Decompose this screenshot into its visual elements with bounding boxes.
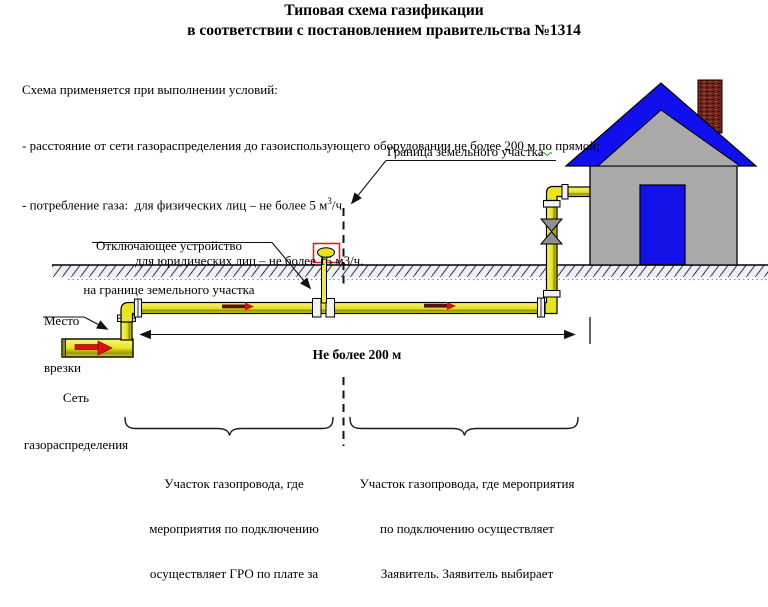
condition-distance: - расстояние от сети газораспределения д… [22, 137, 600, 153]
tap-point-label: Место врезки [44, 313, 81, 375]
shutoff-device-leader-arrow [92, 241, 312, 290]
dimension-arrow-200m [139, 317, 591, 344]
distribution-network-pipe [61, 301, 142, 358]
flow-arrow-red [74, 340, 113, 356]
max-distance-label: Не более 200 м [312, 347, 402, 362]
distribution-network-label: Сеть газораспределения [23, 390, 129, 452]
shutoff-device [312, 242, 341, 304]
page-title-line1: Типовая схема газификации [284, 2, 484, 19]
brace-gro-segment [124, 416, 334, 436]
flow-arrow-dark-1 [222, 302, 254, 311]
brace-applicant-segment [349, 416, 579, 436]
gate-valve-icon [539, 218, 564, 245]
pipeline-flange [134, 298, 142, 318]
riser-lower-flange [543, 290, 561, 298]
shutoff-device-label: Отключающее устройство на границе земель… [83, 238, 255, 297]
page-title-line2: в соответствии с постановлением правител… [187, 22, 581, 39]
shutoff-device-knob [317, 247, 335, 258]
tap-point-leader-arrow [43, 316, 109, 330]
flow-arrow-dark-2 [424, 302, 456, 310]
house-riser [539, 184, 592, 315]
gro-segment-description: Участок газопровода, где мероприятия по … [149, 476, 319, 581]
plot-boundary-label: Граница земельного участка [387, 144, 544, 159]
condition-consumption-physical: - потребление газа: для физических лиц –… [22, 196, 346, 213]
service-pipeline [134, 297, 545, 318]
grammar-marked-word: по [538, 137, 553, 153]
applicant-segment-description: Участок газопровода, где мероприятия по … [359, 476, 575, 581]
shutoff-device-stem [321, 258, 327, 304]
condition-consumption-legal: для юридических лиц – не более 15 м3/ч. [135, 252, 364, 268]
conditions-block: Схема применяется при выполнении условий… [22, 44, 600, 307]
conditions-intro: Схема применяется при выполнении условий… [22, 82, 278, 97]
roof-inner [596, 109, 742, 167]
house [564, 79, 758, 266]
door [639, 184, 686, 266]
junction-flanges [312, 298, 335, 318]
plot-boundary-leader-arrow [350, 159, 556, 205]
